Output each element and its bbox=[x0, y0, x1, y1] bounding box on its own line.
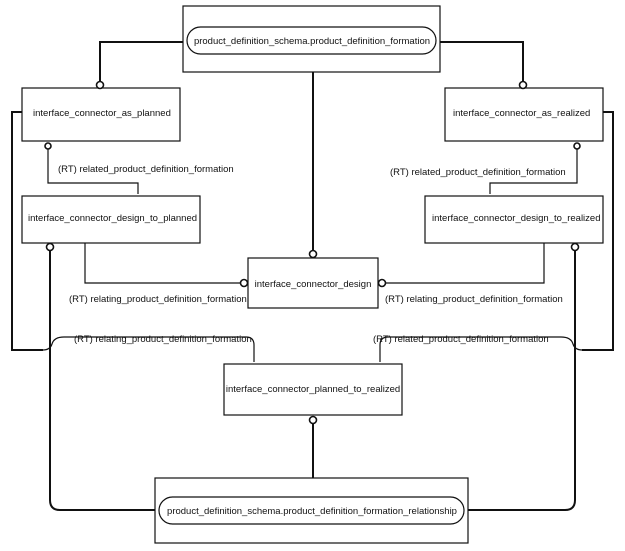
line-dtp-to-bottom bbox=[49, 247, 155, 511]
line-dtp-to-design bbox=[84, 243, 244, 284]
label-dtp-related: (RT) related_product_definition_formatio… bbox=[58, 164, 234, 175]
entity-as-planned-label: interface_connector_as_planned bbox=[33, 108, 171, 119]
line-as-realized-to-dtr bbox=[489, 145, 578, 194]
endpoint-dtp-bottom bbox=[45, 242, 55, 252]
entity-design-to-realized[interactable]: interface_connector_design_to_realized bbox=[424, 195, 604, 244]
entity-design-to-planned-label: interface_connector_design_to_planned bbox=[28, 213, 197, 224]
line-dtr-to-bottom bbox=[468, 247, 576, 511]
entity-as-planned[interactable]: interface_connector_as_planned bbox=[21, 87, 181, 142]
line-top-to-as-realized bbox=[440, 41, 524, 84]
label-dtr-relating: (RT) relating_product_definition_formati… bbox=[385, 294, 563, 305]
line-as-realized-outer-loop bbox=[582, 111, 614, 351]
endpoint-design-right bbox=[377, 278, 387, 288]
entity-design[interactable]: interface_connector_design bbox=[247, 257, 379, 309]
entity-bottom-schema-label: product_definition_schema.product_defini… bbox=[167, 506, 457, 517]
endpoint-as-planned-top bbox=[95, 80, 105, 90]
line-left-to-ptr bbox=[42, 336, 255, 362]
endpoint-as-realized-top bbox=[518, 80, 528, 90]
entity-as-realized-label: interface_connector_as_realized bbox=[453, 108, 590, 119]
entity-design-to-realized-label: interface_connector_design_to_realized bbox=[432, 213, 600, 224]
relationship-labels: (RT) related_product_definition_formatio… bbox=[58, 164, 566, 345]
relationship-endpoints bbox=[44, 80, 581, 425]
endpoint-design-top bbox=[308, 249, 318, 259]
line-as-planned-outer-loop bbox=[11, 111, 43, 351]
label-ptr-relating: (RT) relating_product_definition_formati… bbox=[74, 334, 252, 345]
endpoint-ptr-bottom bbox=[308, 415, 318, 425]
label-dtp-relating: (RT) relating_product_definition_formati… bbox=[69, 294, 247, 305]
entity-top-schema-label: product_definition_schema.product_defini… bbox=[194, 36, 430, 47]
entity-bottom-schema[interactable]: product_definition_schema.product_defini… bbox=[154, 477, 469, 544]
endpoint-as-planned-bottom bbox=[44, 142, 52, 150]
entity-planned-to-realized-label: interface_connector_planned_to_realized bbox=[226, 384, 400, 395]
label-ptr-related: (RT) related_product_definition_formatio… bbox=[373, 334, 549, 345]
entity-as-realized[interactable]: interface_connector_as_realized bbox=[444, 87, 604, 142]
entity-planned-to-realized[interactable]: interface_connector_planned_to_realized bbox=[223, 363, 403, 416]
line-dtr-to-design bbox=[382, 243, 545, 284]
endpoint-design-left bbox=[239, 278, 249, 288]
entity-design-to-planned[interactable]: interface_connector_design_to_planned bbox=[21, 195, 201, 244]
entity-design-label: interface_connector_design bbox=[255, 279, 372, 290]
entity-top-schema[interactable]: product_definition_schema.product_defini… bbox=[182, 5, 441, 73]
endpoint-dtr-bottom bbox=[570, 242, 580, 252]
label-dtr-related: (RT) related_product_definition_formatio… bbox=[390, 167, 566, 178]
endpoint-as-realized-bottom bbox=[573, 142, 581, 150]
line-right-to-ptr bbox=[379, 336, 583, 362]
line-as-planned-to-dtp bbox=[47, 145, 139, 194]
line-top-to-as-planned bbox=[99, 41, 183, 84]
